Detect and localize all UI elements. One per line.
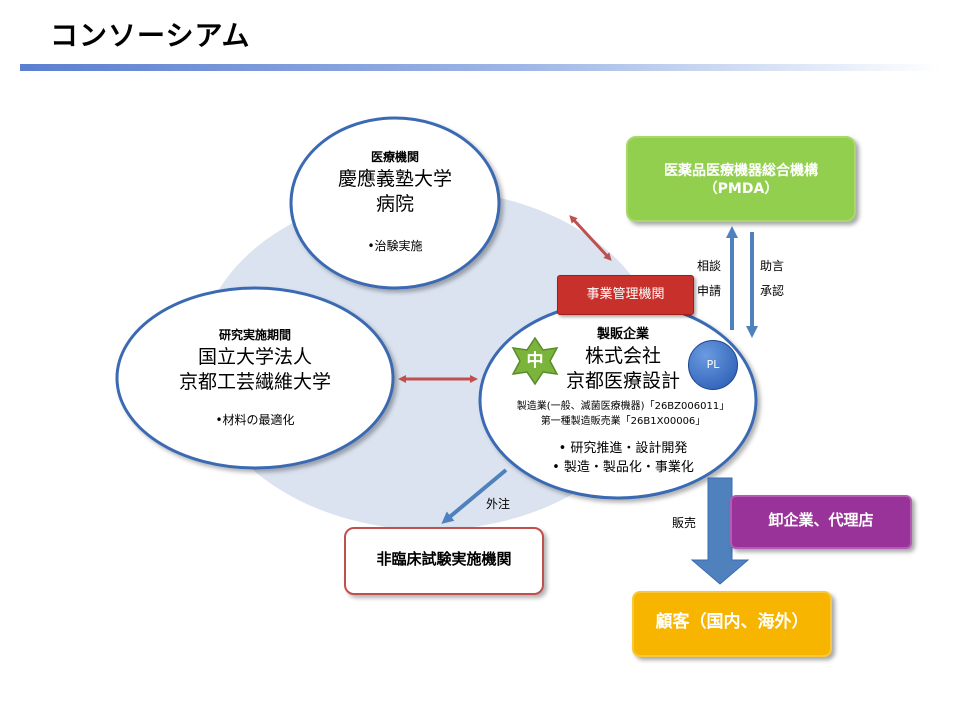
label-advice: 助言 — [760, 259, 785, 273]
kyoto-name-line1: 株式会社 — [584, 345, 661, 367]
pmda-line1: 医薬品医療機器総合機構 — [664, 163, 818, 179]
wholesale-box: 卸企業、代理店 — [730, 495, 912, 549]
label-consult: 相談 — [697, 259, 722, 273]
keio-name-line1: 慶應義塾大学 — [337, 168, 452, 190]
star-badge — [511, 336, 559, 386]
pmda-box: 医薬品医療機器総合機構 （PMDA） — [626, 136, 856, 222]
kit-ellipse — [115, 286, 395, 470]
outsource-arrow — [441, 468, 508, 524]
management-box: 事業管理機関 — [557, 275, 694, 315]
kyoto-category: 製販企業 — [596, 327, 649, 342]
star-label: 中 — [526, 351, 544, 371]
kyoto-name-line2: 京都医療設計 — [565, 370, 680, 392]
nonclinical-box: 非臨床試験実施機関 — [344, 527, 544, 595]
label-sales: 販売 — [672, 516, 697, 530]
kit-name-line2: 京都工芸繊維大学 — [178, 371, 331, 393]
customer-box: 顧客（国内、海外） — [632, 591, 832, 657]
kit-name-line1: 国立大学法人 — [197, 346, 312, 368]
kyoto-license2: 第一種製造販売業「26B1X00006」 — [540, 416, 706, 427]
keio-task: •治験実施 — [367, 239, 423, 253]
page-title: コンソーシアム — [50, 19, 251, 52]
pmda-line2: （PMDA） — [703, 181, 779, 197]
kyoto-task1: • 研究推進・設計開発 — [558, 441, 688, 456]
kyoto-node: 製販企業 株式会社 京都医療設計 製造業(一般、滅菌医療機器)「26BZ0060… — [498, 323, 748, 475]
keio-name-line2: 病院 — [375, 193, 414, 215]
sales-arrow — [690, 477, 750, 585]
label-apply: 申請 — [697, 284, 722, 298]
title-underline — [20, 64, 940, 71]
pl-badge: PL — [688, 340, 738, 390]
keio-ellipse — [289, 116, 501, 290]
kit-node: 研究実施期間 国立大学法人 京都工芸繊維大学 •材料の最適化 — [140, 326, 370, 428]
keio-category: 医療機関 — [370, 150, 419, 164]
kyoto-license1: 製造業(一般、滅菌医療機器)「26BZ006011」 — [516, 401, 730, 412]
kyoto-task2: • 製造・製品化・事業化 — [552, 460, 694, 475]
kit-category: 研究実施期間 — [218, 328, 291, 342]
label-outsource: 外注 — [486, 497, 511, 511]
keio-kyoto-arrow — [569, 215, 612, 261]
label-approve: 承認 — [760, 284, 785, 298]
keio-node: 医療機関 慶應義塾大学 病院 •治験実施 — [300, 148, 490, 254]
kit-task: •材料の最適化 — [215, 413, 295, 427]
